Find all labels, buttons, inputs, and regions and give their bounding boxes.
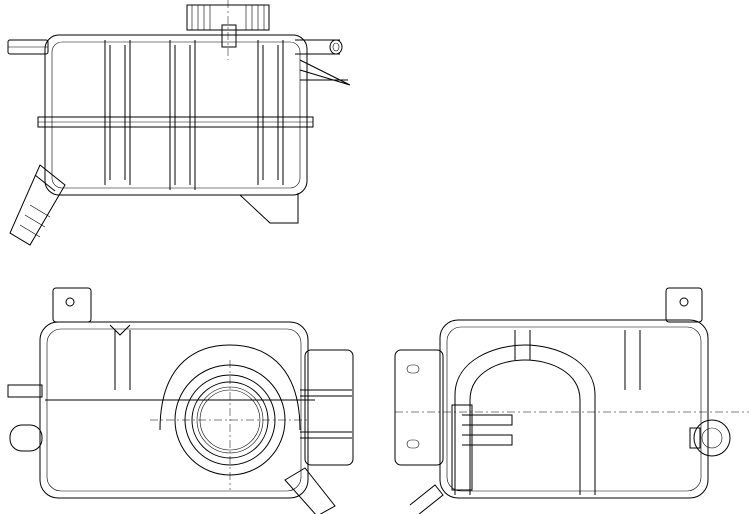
side-view bbox=[7, 0, 351, 246]
bottom-view bbox=[394, 287, 749, 514]
top-view bbox=[7, 287, 354, 514]
